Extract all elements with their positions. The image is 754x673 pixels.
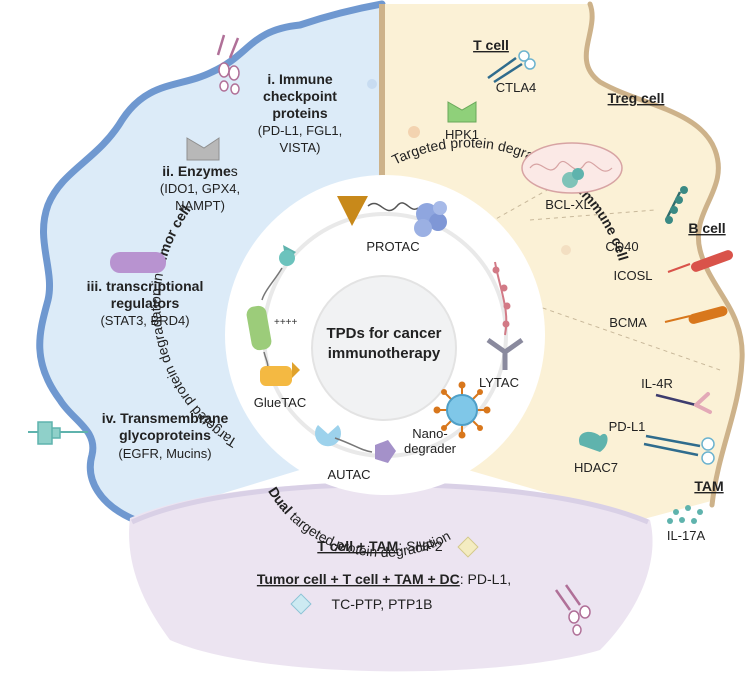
transmembrane-detail: (EGFR, Mucins): [118, 446, 211, 461]
cd40-receptor-icon: [664, 186, 688, 224]
divider-treg-bcell: [529, 209, 656, 221]
lytac-label: LYTAC: [479, 375, 519, 390]
dual-receptor-icon: [554, 584, 591, 636]
checkpoint-detail-line1: (PD-L1, FGL1,: [258, 123, 343, 138]
gluetac-icon: ++++: [246, 245, 300, 386]
protac-label: PROTAC: [366, 239, 419, 254]
transcriptional-detail: (STAT3, BRD4): [100, 313, 189, 328]
gluetac-label: GlueTAC: [254, 395, 307, 410]
protac-icon: [337, 196, 447, 237]
transcriptional-title-line2: regulators: [111, 295, 180, 311]
transmembrane-receptor-icon: [28, 421, 88, 445]
svg-text:++++: ++++: [274, 317, 298, 328]
center-circle: [311, 275, 457, 421]
immune-cell-membrane: [583, 1, 745, 508]
il4r-label: IL-4R: [641, 376, 673, 391]
icosl-label: ICOSL: [613, 268, 652, 283]
center-title-line1: TPDs for cancer: [326, 325, 441, 342]
b-cell-title: B cell: [688, 220, 725, 236]
pdl1-receptor-icon: [643, 434, 715, 465]
pdl1-label: PD-L1: [609, 419, 646, 434]
shp2-diamond-icon: [457, 536, 479, 558]
enzymes-detail-line1: (IDO1, GPX4,: [160, 181, 240, 196]
bcma-receptor-icon: [688, 306, 728, 324]
center-title-line2: immunotherapy: [328, 345, 441, 362]
hdac7-label: HDAC7: [574, 460, 618, 475]
vesicle: [367, 79, 377, 89]
hdac7-icon: [579, 431, 608, 452]
ptp-diamond-icon: [290, 593, 312, 615]
icosl-receptor-icon: [691, 250, 733, 272]
tumor-cell-membrane: [36, 0, 386, 524]
divider-bcell-tam: [519, 299, 721, 371]
vesicle: [408, 126, 420, 138]
ctla4-receptor-icon: [487, 50, 536, 84]
icosl-receptor-stalk: [667, 263, 691, 273]
tam-title: TAM: [694, 478, 723, 494]
autac-label: AUTAC: [327, 467, 370, 482]
enzymes-title: ii. Enzymes: [162, 163, 237, 179]
nano-label-line2: degrader: [404, 441, 457, 456]
transcriptional-title-line1: iii. transcriptional: [87, 278, 204, 294]
checkpoint-title-line3: proteins: [272, 105, 327, 121]
dual-line3: TC-PTP, PTP1B: [332, 596, 433, 612]
ctla4-label: CTLA4: [496, 80, 536, 95]
vesicle: [561, 245, 571, 255]
treg-cell-title: Treg cell: [608, 90, 665, 106]
t-cell-title: T cell: [473, 37, 509, 53]
bclxl-label: BCL-XL: [545, 197, 591, 212]
cd40-label: CD40: [605, 239, 638, 254]
transmembrane-title-line1: iv. Transmembrane: [102, 410, 229, 426]
enzyme-icon: [186, 137, 220, 161]
enzymes-detail-line2: NAMPT): [175, 198, 225, 213]
transmembrane-title-line2: glycoproteins: [119, 427, 211, 443]
transcriptional-regulator-icon: [110, 252, 166, 273]
lytac-icon: [486, 261, 524, 370]
nanodegrader-icon: [433, 381, 491, 439]
nano-label-line1: Nano-: [412, 426, 447, 441]
il17a-label: IL-17A: [667, 528, 706, 543]
autac-icon: [315, 425, 396, 463]
dual-line1: T cell + TAM: SHP2: [317, 538, 443, 554]
mitochondrion-icon: [521, 142, 623, 194]
checkpoint-title-line2: checkpoint: [263, 88, 337, 104]
il17a-cytokine-icon: [667, 505, 703, 524]
checkpoint-title-line1: i. Immune: [267, 71, 333, 87]
il4r-receptor-icon: [655, 392, 712, 414]
hpk1-icon: [447, 101, 477, 123]
checkpoint-detail-line2: VISTA): [280, 140, 321, 155]
dual-body: [129, 482, 653, 672]
hpk1-label: HPK1: [445, 127, 479, 142]
bcma-label: BCMA: [609, 315, 647, 330]
checkpoint-receptor-icon: [216, 34, 240, 95]
bcma-receptor-stalk: [664, 315, 691, 323]
dual-line2: Tumor cell + T cell + TAM + DC: PD-L1,: [257, 571, 511, 587]
